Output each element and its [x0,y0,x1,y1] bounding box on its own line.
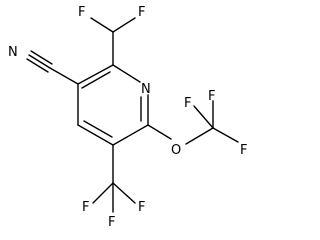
bond-c5-c6 [112,124,149,146]
bond-c2-c3-inner [81,71,111,89]
atom-label-o: O [171,143,181,158]
bonds [26,17,239,213]
bond-c2-c3 [77,64,114,85]
bond-c4-c5 [77,124,114,146]
atom-label-f5: F [184,96,191,111]
bond-c2-n1 [112,64,141,83]
bond-cf3-f7 [112,182,136,204]
atom-label-f6: F [82,200,89,215]
bond-cn-triple-c [26,58,49,73]
atom-label-f4: F [240,143,247,158]
molecule-drawing: F F N N O F F F F F F [8,5,247,230]
bond-c4-c5-inner [83,120,113,138]
bond-chf2-f1 [90,17,114,33]
bond-cn-triple-a [28,54,51,69]
atom-label-f3: F [208,89,215,104]
atom-label-f1: F [78,5,85,20]
atom-label-f2: F [138,5,145,20]
atom-label-f8: F [108,215,115,230]
atom-label-f7: F [138,200,145,215]
atom-label-n-ring: N [141,82,151,97]
bond-cf3-f6 [92,182,114,204]
bond-chf2-f2 [112,17,136,33]
bond-ocf3-f4 [212,127,239,143]
atom-label-n-nitrile: N [8,45,18,60]
bond-o-cf3 [185,127,214,145]
structure-diagram: F F N N O F F F F F F [8,5,247,230]
bond-cn-triple-b [30,50,53,65]
bond-c6-o [147,124,172,140]
atom-labels: F F N N O F F F F F F [8,5,247,230]
bond-ocf3-f5 [193,105,214,129]
bond-c3-cn [49,67,79,85]
